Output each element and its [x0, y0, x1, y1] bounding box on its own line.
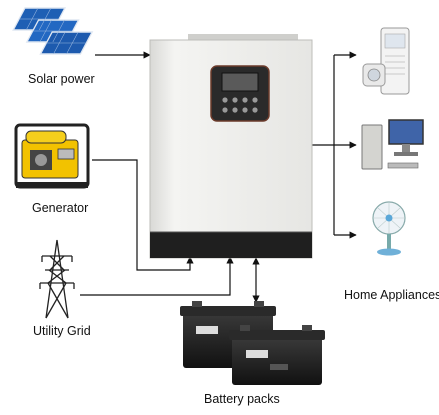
- generator-connector: [92, 159, 194, 271]
- air-conditioner-icon: [362, 27, 410, 95]
- utility-grid-label: Utility Grid: [33, 324, 91, 338]
- utility-connector: [80, 256, 234, 296]
- fan-icon: [372, 201, 406, 256]
- home-appliances-label: Home Appliances: [344, 288, 439, 302]
- computer-icon: [361, 119, 424, 170]
- solar-power-label: Solar power: [28, 72, 95, 86]
- generator-label: Generator: [32, 201, 89, 215]
- battery-packs-label: Battery packs: [204, 392, 280, 406]
- battery-icon: [180, 301, 325, 385]
- solar-panel-icon: [12, 7, 94, 55]
- generator-icon: [14, 123, 90, 189]
- power-pylon-icon: [39, 239, 75, 319]
- connection-lines: [80, 51, 357, 303]
- inverter-icon: [149, 34, 313, 259]
